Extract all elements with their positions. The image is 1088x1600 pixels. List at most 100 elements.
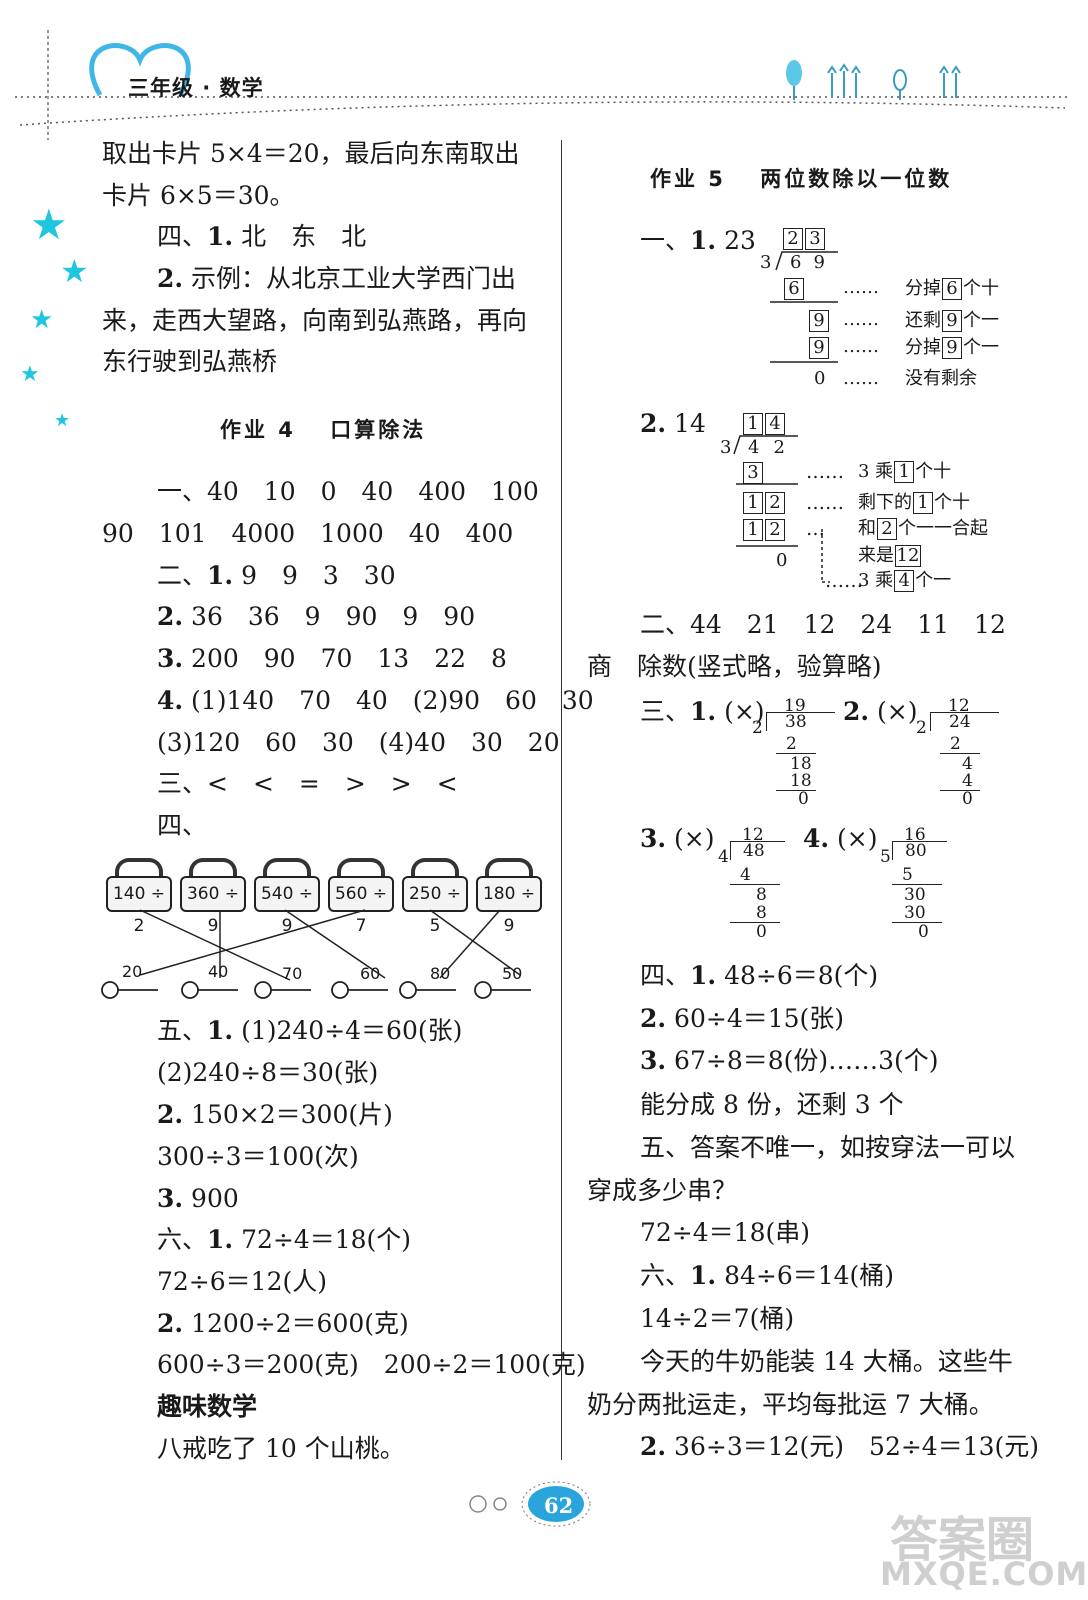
- text-line: 东行驶到弘燕桥: [102, 347, 278, 376]
- dividend: 42: [748, 437, 799, 458]
- lock-icon: 140 ÷ 2: [106, 858, 172, 936]
- step-value: 9: [808, 310, 830, 332]
- header-title: 三年级 · 数学: [128, 76, 264, 100]
- answer-line: 六、1. 72÷4＝18(个): [157, 1225, 412, 1254]
- answer-line: 今天的牛奶能装 14 大桶。这些牛: [640, 1347, 1013, 1376]
- answer-line: 四、: [157, 811, 208, 840]
- step-value: 3: [742, 462, 764, 484]
- dots: ……: [843, 309, 879, 330]
- answer-line: 2. 36 36 9 90 9 90: [157, 602, 476, 631]
- answer-line: 三、1. (×): [640, 697, 765, 726]
- step-value: 6: [783, 278, 805, 300]
- answer-line: 二、44 21 12 24 11 12: [640, 610, 1006, 639]
- answer-line: 600÷3＝200(克) 200÷2＝100(克): [157, 1350, 586, 1379]
- answer-line: 72÷6＝12(人): [157, 1267, 327, 1296]
- answer-line: 四、1. 48÷6＝8(个): [640, 961, 879, 990]
- answer-line: 4. (×): [803, 824, 878, 853]
- answer-line: 2. 36÷3＝12(元) 52÷4＝13(元): [640, 1432, 1040, 1461]
- star-icon: ★: [54, 410, 71, 431]
- step-value: 0: [776, 550, 788, 571]
- answer-line: 能分成 8 份，还剩 3 个: [640, 1090, 904, 1119]
- lock-icon: 360 ÷ 9: [180, 858, 246, 936]
- answer-line: 商 除数(竖式略，验算略): [587, 652, 882, 681]
- fun-math-heading: 趣味数学: [157, 1392, 258, 1421]
- answer-line: 72÷4＝18(串): [640, 1218, 810, 1247]
- dots: ……: [843, 368, 879, 389]
- text-line: 四、1. 北 东 北: [157, 222, 367, 251]
- key-label: 70: [282, 964, 303, 983]
- answer-line: 八戒吃了 10 个山桃。: [157, 1434, 405, 1463]
- dots: ……: [825, 570, 863, 592]
- dots: ……: [806, 492, 844, 514]
- answer-line: 90 101 4000 1000 40 400: [102, 519, 514, 548]
- dividend: 69: [790, 252, 837, 273]
- answer-line: 2. 14: [640, 409, 706, 438]
- dots: ……: [806, 461, 844, 483]
- answer-line: 14÷2＝7(桶): [640, 1304, 795, 1333]
- long-division: 12 4 48 4 8 8 0: [718, 826, 788, 941]
- answer-line: 3. (×): [640, 824, 715, 853]
- answer-line: 奶分两批运走，平均每批运 7 大桶。: [587, 1390, 994, 1419]
- answer-line: 一、1. 23: [640, 226, 756, 255]
- answer-line: 3. 200 90 70 13 22 8: [157, 644, 507, 673]
- answer-line: 五、答案不唯一，如按穿法一可以: [640, 1133, 1016, 1162]
- division-bracket: [770, 251, 838, 363]
- answer-line: 2. 150×2＝300(片): [157, 1100, 393, 1129]
- watermark: 答案圈: [890, 1512, 1035, 1568]
- answer-line: 300÷3＝100(次): [157, 1142, 359, 1171]
- answer-line: (2)240÷8＝30(张): [157, 1058, 379, 1087]
- key-label: 40: [208, 962, 229, 981]
- footer-decoration: [469, 1481, 591, 1527]
- answer-line: 穿成多少串？: [587, 1176, 738, 1205]
- step-value: 0: [814, 368, 826, 389]
- long-division: 12 2 24 2 4 4 0: [916, 697, 999, 808]
- star-icon: ★: [60, 252, 89, 290]
- text-line: 卡片 6×5＝30。: [102, 181, 295, 210]
- answer-line: 4. (1)140 70 40 (2)90 60 30: [157, 686, 594, 715]
- answer-line: 2. (×): [843, 697, 918, 726]
- dots: ……: [843, 277, 879, 298]
- text-line: 来，走西大望路，向南到弘燕路，再向: [102, 306, 528, 335]
- answer-line: 二、1. 9 9 3 30: [157, 561, 396, 590]
- answer-line: 2. 60÷4＝15(张): [640, 1004, 845, 1033]
- text-line: 2. 示例：从北京工业大学西门出: [157, 264, 517, 293]
- key-label: 80: [430, 964, 451, 983]
- key-label: 60: [360, 964, 381, 983]
- answer-line: 3. 67÷8＝8(份)……3(个): [640, 1046, 939, 1075]
- division-bracket: [733, 435, 830, 583]
- star-icon: ★: [30, 200, 68, 249]
- answer-line: 三、< < = > > <: [157, 769, 458, 798]
- answer-line: 六、1. 84÷6＝14(桶): [640, 1261, 895, 1290]
- step-value: 9: [808, 337, 830, 359]
- page-number: 62: [544, 1493, 574, 1518]
- dots: …: [806, 518, 825, 540]
- divisor: 3: [720, 437, 732, 458]
- key-label: 20: [122, 962, 143, 981]
- lock-icon: 180 ÷ 9: [476, 858, 542, 936]
- divisor: 3: [760, 252, 772, 273]
- step-note: 没有剩余: [905, 368, 977, 389]
- section-heading: 作业 5 两位数除以一位数: [650, 167, 953, 191]
- text-line: 取出卡片 5×4＝20，最后向东南取出: [102, 139, 520, 168]
- lock-icon: 250 ÷ 5: [402, 858, 468, 936]
- long-division: 16 5 80 5 30 30 0: [880, 826, 950, 941]
- header-decoration: [15, 30, 1070, 140]
- dots: ……: [843, 336, 879, 357]
- star-icon: ★: [20, 362, 40, 387]
- answer-line: 五、1. (1)240÷4＝60(张): [157, 1016, 463, 1045]
- key-label: 50: [502, 964, 523, 983]
- answer-line: 一、40 10 0 40 400 100: [157, 477, 539, 506]
